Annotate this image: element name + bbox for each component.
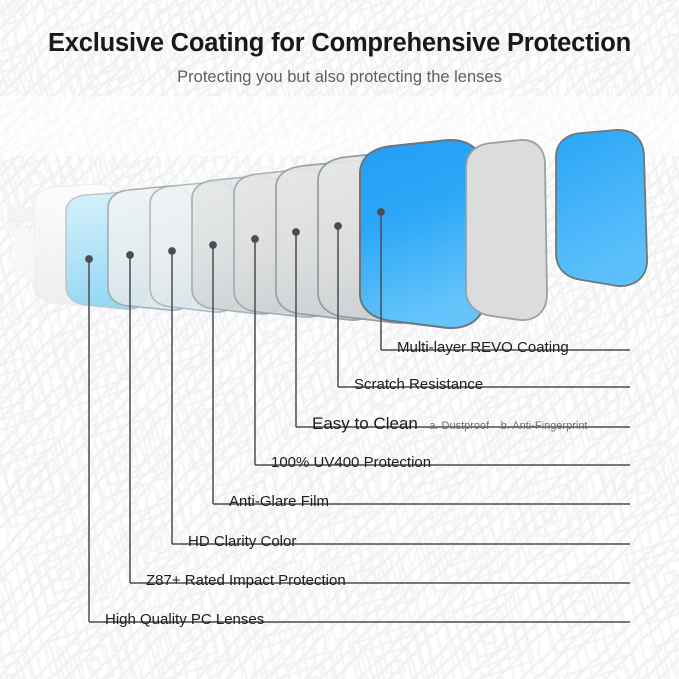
callout-label-7: Z87+ Rated Impact Protection — [146, 572, 346, 590]
callout-label-1-text: Multi-layer REVO Coating — [397, 339, 569, 356]
callout-label-5: Anti-Glare Film — [229, 493, 329, 511]
callout-label-3-sub-a: a. Dustproof — [429, 420, 490, 432]
callout-label-3-text: Easy to Clean — [312, 414, 418, 433]
callout-label-4: 100% UV400 Protection — [271, 454, 431, 472]
callout-label-5-text: Anti-Glare Film — [229, 493, 330, 510]
callout-label-8: High Quality PC Lenses — [105, 611, 264, 629]
callout-label-8-text: High Quality PC Lenses — [105, 611, 265, 628]
callout-label-6: HD Clarity Color — [188, 533, 296, 551]
callout-label-3-sub-b: b. Anti-Fingerprint — [500, 420, 588, 432]
callout-label-1: Multi-layer REVO Coating — [397, 339, 569, 357]
callout-label-4-text: 100% UV400 Protection — [271, 454, 432, 471]
callout-label-2-text: Scratch Resistance — [354, 376, 484, 393]
callout-label-2: Scratch Resistance — [354, 376, 483, 394]
callout-label-6-text: HD Clarity Color — [188, 533, 297, 550]
callout-label-3: Easy to Clean a. Dustproof b. Anti-Finge… — [312, 414, 588, 434]
callout-label-7-text: Z87+ Rated Impact Protection — [146, 572, 346, 589]
